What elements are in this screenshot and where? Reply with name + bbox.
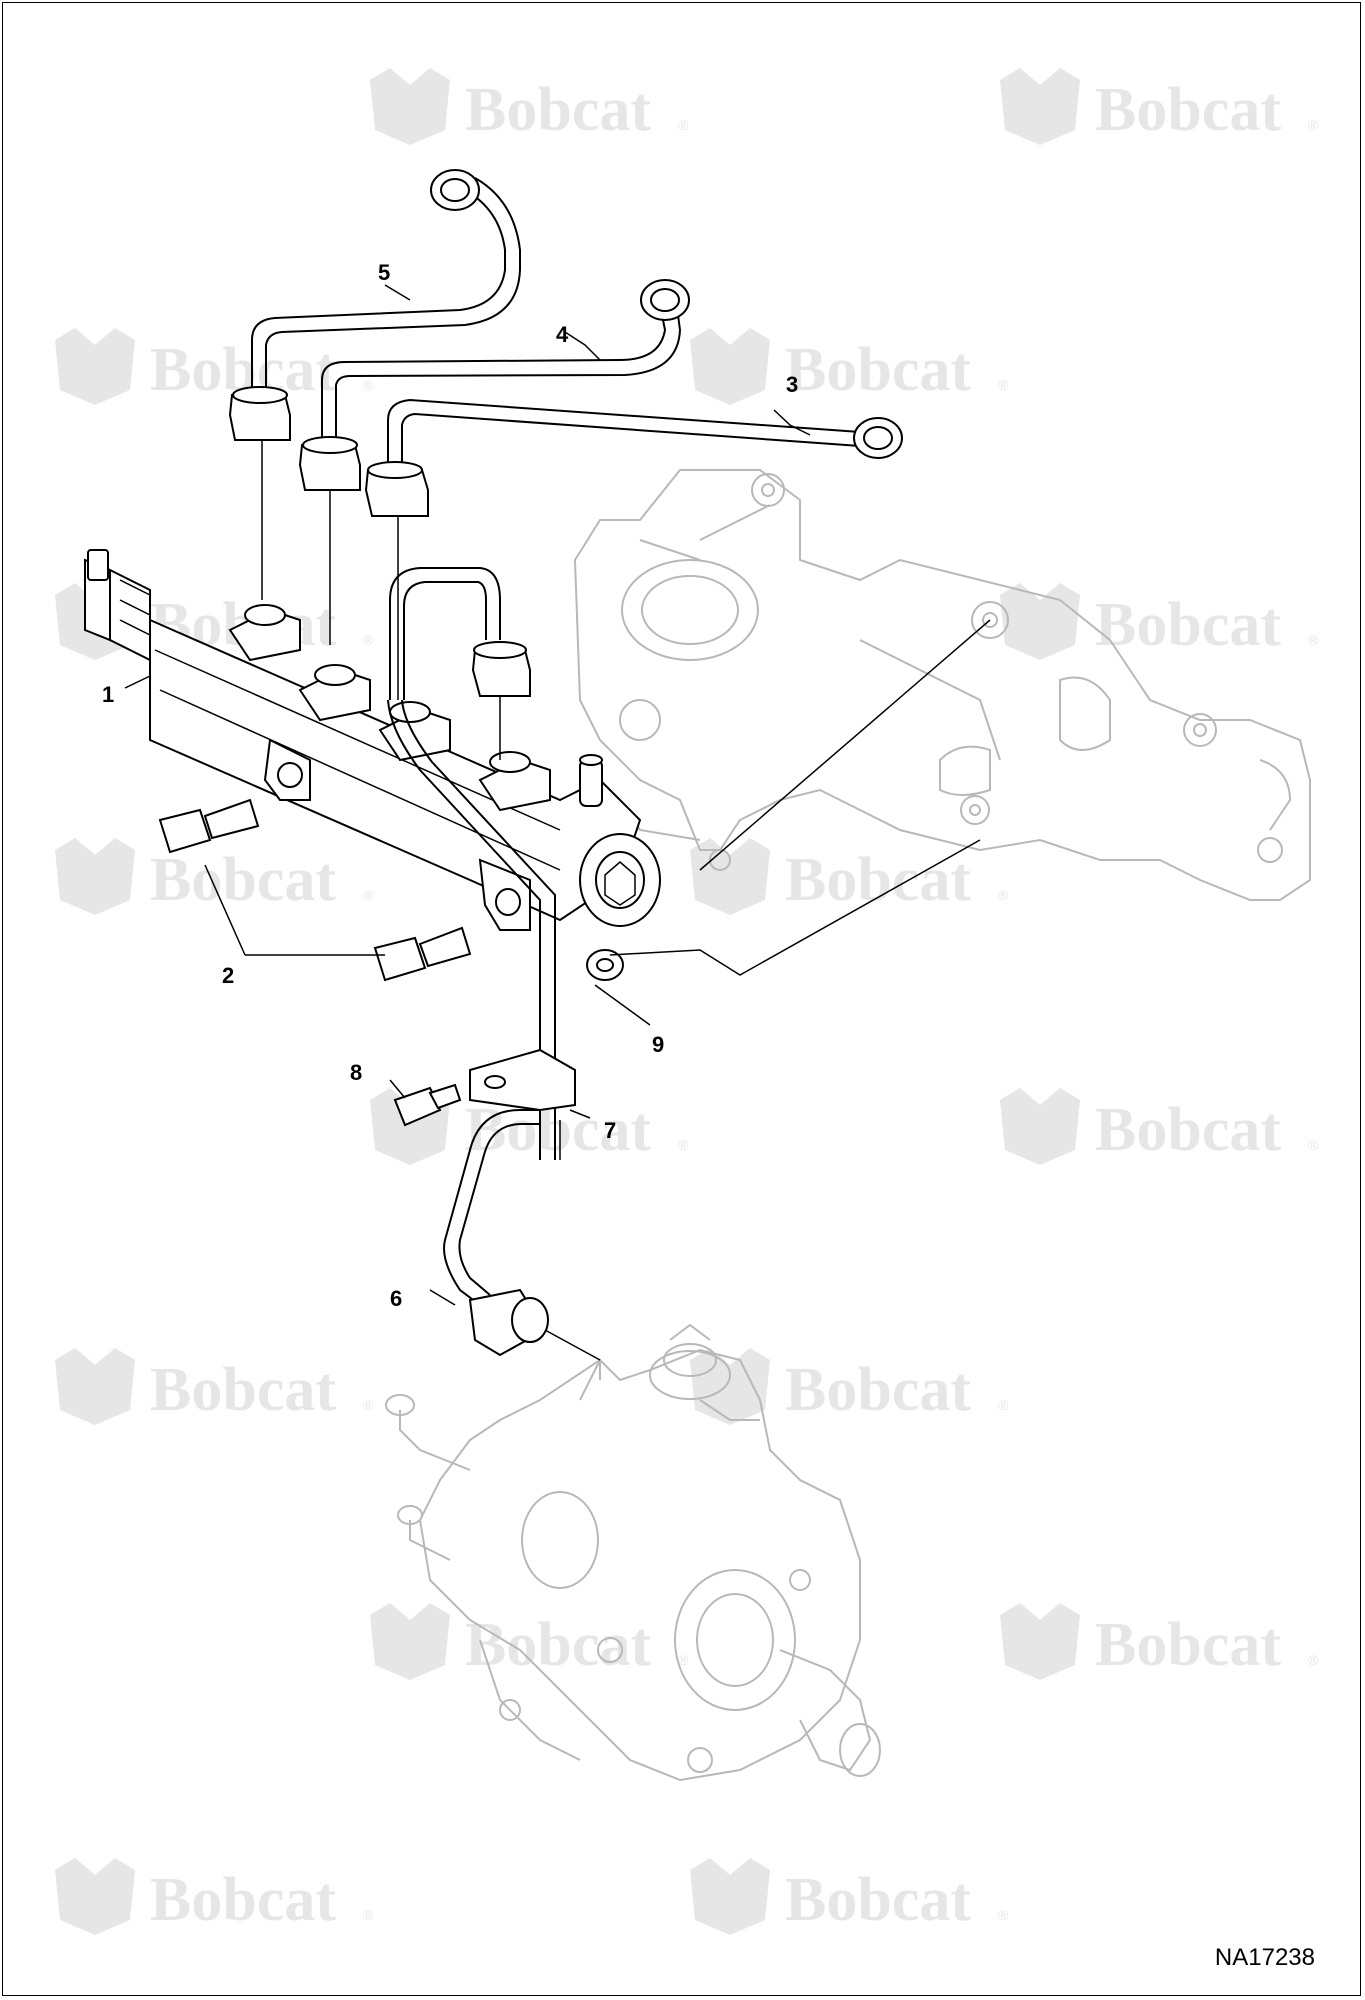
bobcat-logo-icon (55, 1348, 135, 1425)
bobcat-logo-icon (55, 1858, 135, 1935)
watermark-text: Bobcat (785, 1866, 971, 1934)
bobcat-logo-icon (690, 1858, 770, 1935)
watermark: Bobcat ® (1000, 583, 1319, 660)
watermark: Bobcat ® (690, 1348, 1009, 1425)
watermark: Bobcat® (55, 328, 374, 405)
watermark-reg: ® (678, 1137, 689, 1153)
watermark-text: Bobcat (1095, 1611, 1281, 1679)
watermark-text: Bobcat (1095, 76, 1281, 144)
fittings (158, 169, 903, 1357)
callout-6: 6 (390, 1286, 402, 1311)
watermark: Bobcat ® (1000, 1088, 1319, 1165)
watermark-reg: ® (998, 1397, 1009, 1413)
watermark: Bobcat ® (370, 68, 689, 145)
watermark-text: Bobcat (465, 76, 651, 144)
bobcat-logo-icon (1000, 1603, 1080, 1680)
callout-7: 7 (604, 1118, 616, 1143)
watermark-reg: ® (998, 1907, 1009, 1923)
callouts: 1 2 3 4 5 6 7 8 9 (102, 260, 798, 1311)
watermark-reg: ® (363, 1397, 374, 1413)
watermark: Bobcat ® (1000, 1603, 1319, 1680)
watermark-text: Bobcat (150, 1356, 336, 1424)
watermark-text: Bobcat (150, 1866, 336, 1934)
watermark: Bobcat ® (1000, 68, 1319, 145)
watermark-text: Bobcat (785, 846, 971, 914)
watermark-reg: ® (363, 887, 374, 903)
bobcat-logo-icon (690, 1348, 770, 1425)
watermark: Bobcat ® (55, 1858, 374, 1935)
watermark-reg: ® (998, 887, 1009, 903)
watermark-reg: ® (1308, 632, 1319, 648)
watermark-text: Bobcat (1095, 1096, 1281, 1164)
bobcat-logo-icon (370, 68, 450, 145)
callout-8: 8 (350, 1060, 362, 1085)
watermark-reg: ® (363, 632, 374, 648)
watermark-text: Bobcat (785, 336, 971, 404)
bobcat-logo-icon (1000, 1088, 1080, 1165)
watermark-reg: ® (678, 117, 689, 133)
callout-1: 1 (102, 682, 114, 707)
callout-9: 9 (652, 1032, 664, 1057)
callout-5: 5 (378, 260, 390, 285)
bobcat-logo-icon (1000, 583, 1080, 660)
callout-3: 3 (786, 372, 798, 397)
bobcat-logo-icon (370, 1603, 450, 1680)
watermark: Bobcat ® (55, 1348, 374, 1425)
watermark-reg: ® (363, 1907, 374, 1923)
bobcat-logo-icon (690, 328, 770, 405)
watermark-reg: ® (1308, 1137, 1319, 1153)
manifold-ghost (573, 469, 1311, 901)
watermark-text: Bobcat (785, 1356, 971, 1424)
leader-lines (124, 284, 991, 1361)
watermark-text: Bobcat (465, 1611, 651, 1679)
watermark: Bobcat ® (690, 1858, 1009, 1935)
watermark-layer: Bobcat ® Bobcat ® Bobcat ® Bobcat ® Bobcat ® Bobca… (55, 68, 1319, 1935)
watermark: Bobcat ® (370, 1603, 689, 1680)
watermark: Bobcat ® (690, 838, 1009, 915)
callout-4: 4 (556, 322, 569, 347)
watermark-reg: ® (998, 377, 1009, 393)
watermark: Bobcat ® (55, 838, 374, 915)
watermark-text: Bobcat (150, 846, 336, 914)
bobcat-logo-icon (1000, 68, 1080, 145)
callout-2: 2 (222, 963, 234, 988)
watermark-reg: ® (1308, 117, 1319, 133)
bobcat-logo-icon (55, 838, 135, 915)
watermark-text: Bobcat (1095, 591, 1281, 659)
watermark-reg: ® (678, 1652, 689, 1668)
common-rail (84, 549, 661, 931)
fuel-lines (251, 177, 861, 1306)
watermark: Bobcat ® (690, 328, 1009, 405)
watermark-reg: ® (363, 377, 374, 393)
figure-id: NA17238 (1214, 1944, 1315, 1971)
bobcat-logo-icon (55, 328, 135, 405)
watermark-reg: ® (1308, 1652, 1319, 1668)
